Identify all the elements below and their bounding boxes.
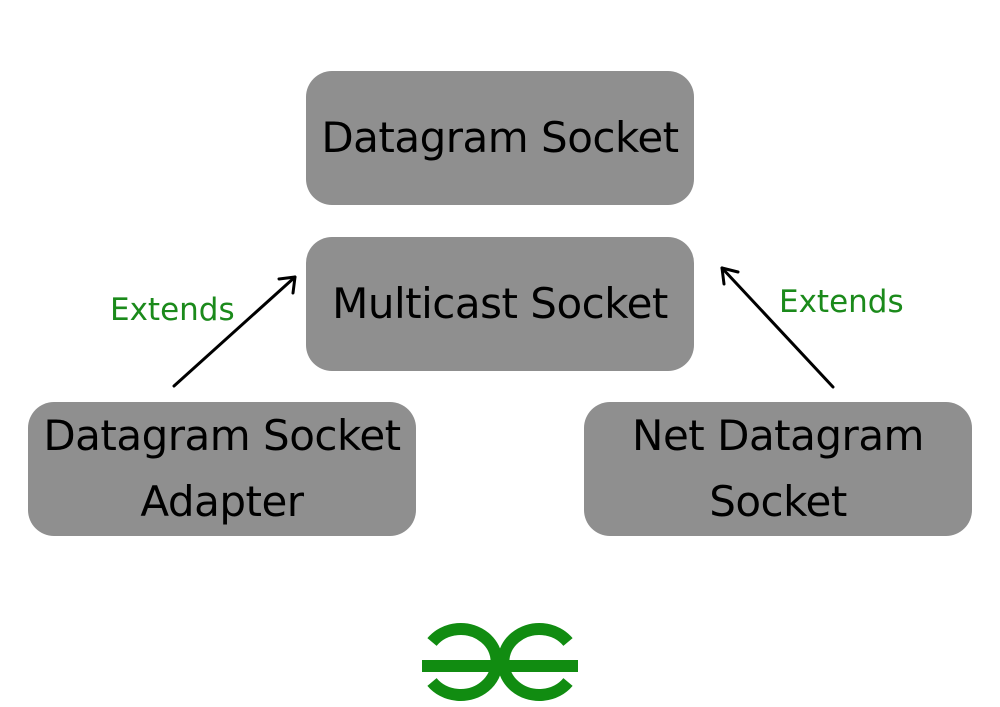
node-net-label-line2: Socket: [709, 477, 847, 526]
node-net-label-line1: Net Datagram: [632, 411, 924, 460]
arrow-adapter-to-multicast: [172, 275, 297, 388]
node-multicast-socket: Multicast Socket: [306, 237, 694, 371]
node-adapter-label-line2: Adapter: [140, 477, 304, 526]
node-datagram-socket-adapter: Datagram Socket Adapter: [28, 402, 416, 536]
edge-label-extends-left: Extends: [110, 292, 235, 328]
node-multicast-socket-label: Multicast Socket: [332, 279, 668, 328]
edge-label-extends-right: Extends: [779, 284, 904, 320]
node-datagram-socket: Datagram Socket: [306, 71, 694, 205]
node-net-datagram-socket: Net Datagram Socket: [584, 402, 972, 536]
geeksforgeeks-logo-icon: [422, 623, 578, 701]
node-adapter-label-line1: Datagram Socket: [43, 411, 401, 460]
node-datagram-socket-label: Datagram Socket: [321, 113, 679, 162]
arrow-net-to-multicast: [720, 266, 835, 389]
